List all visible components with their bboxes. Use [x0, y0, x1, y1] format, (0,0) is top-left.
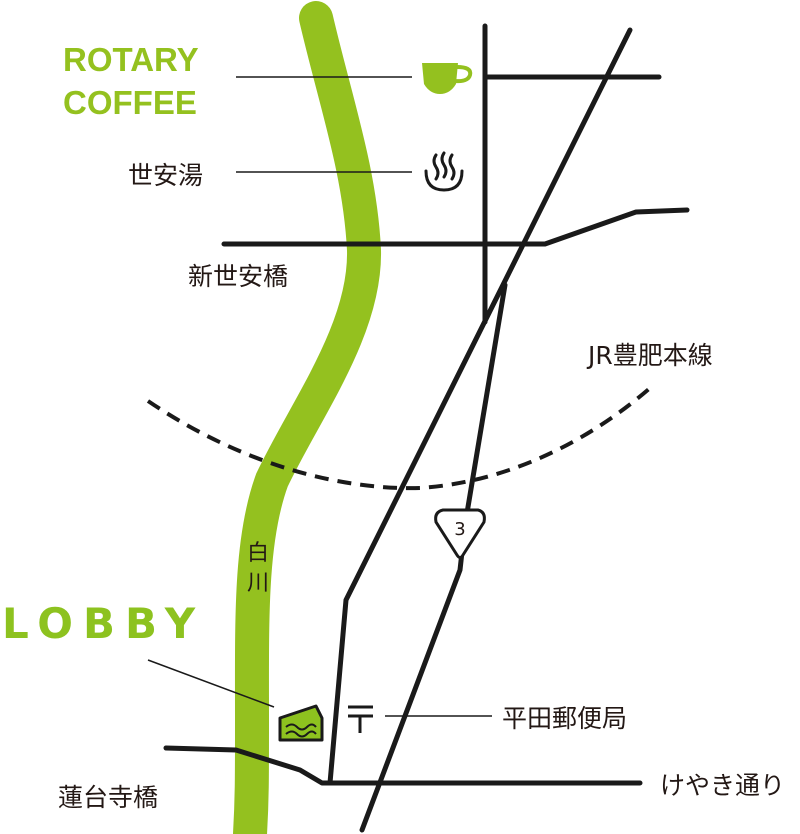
river-label-char1: 白 [247, 541, 269, 566]
rotary-label-line1: ROTARY [63, 41, 199, 78]
bridge-shinseyasu-label: 新世安橋 [188, 262, 288, 291]
road-diagonal-main [327, 27, 633, 786]
jr-hohi-railway [146, 386, 652, 491]
street-keyaki-label: けやき通り [660, 771, 785, 800]
post-office-mark-icon [348, 705, 373, 733]
rotary-label-line2: COFFEE [63, 84, 197, 121]
lobby-label: LOBBY [2, 599, 205, 648]
coffee-cup-icon [422, 63, 473, 94]
post-office-label: 平田郵便局 [502, 704, 627, 733]
route-shield-icon: 3 [434, 508, 486, 559]
bridge-rendaiji-label: 蓮台寺橋 [58, 783, 158, 812]
route-number: 3 [454, 519, 465, 540]
road-keyaki-dori [163, 745, 643, 786]
sento-label: 世安湯 [128, 161, 203, 190]
road-shinseyasu-bridge [221, 207, 690, 247]
railway-label: JR豊肥本線 [586, 341, 713, 370]
hot-spring-icon [424, 151, 464, 192]
shirakawa-river [233, 1, 382, 834]
river-label-char2: 川 [247, 571, 269, 596]
lobby-leader-line [147, 659, 275, 708]
cake-slice-icon [278, 704, 324, 742]
road-route-3 [359, 282, 508, 833]
